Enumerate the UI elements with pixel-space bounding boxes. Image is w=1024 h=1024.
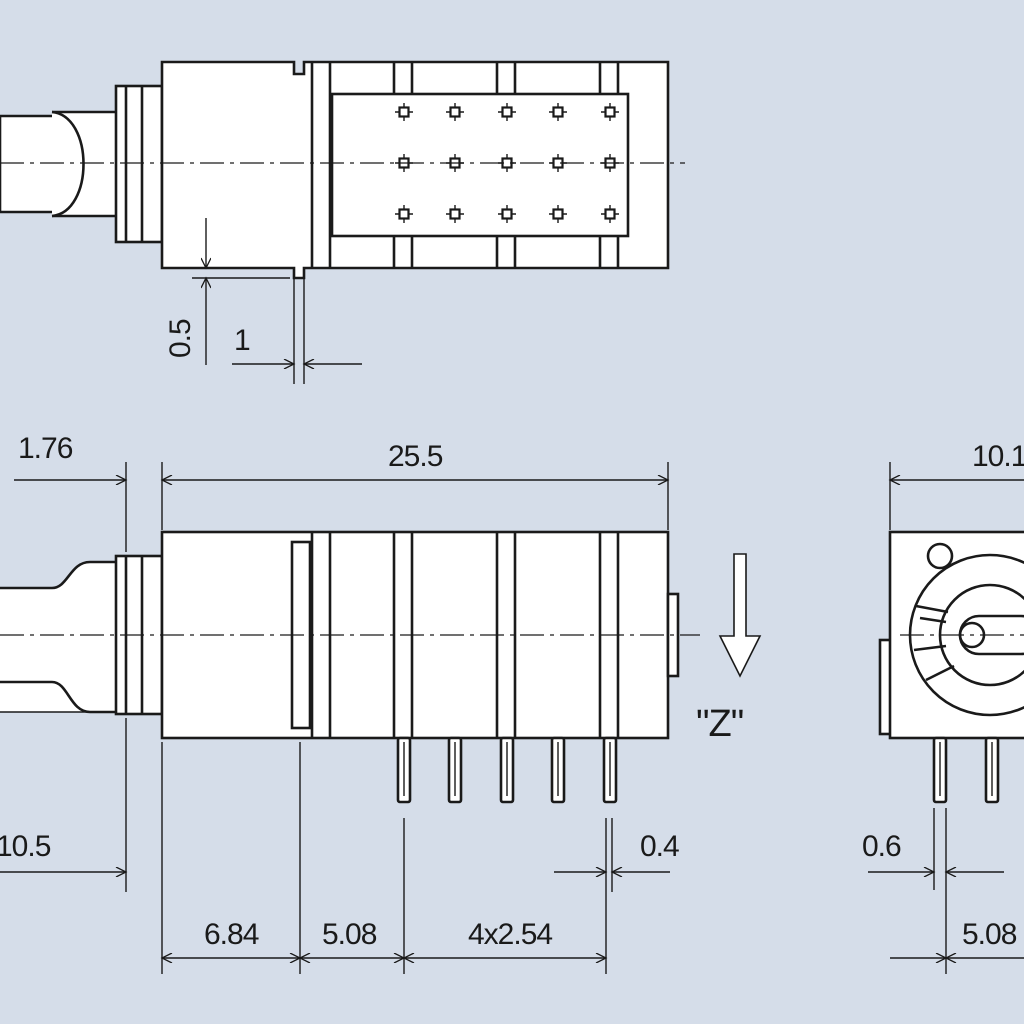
dim-label-0-4: 0.4 — [640, 830, 679, 863]
front-view-pin — [602, 736, 618, 804]
top-view-pin — [601, 205, 619, 223]
view-label-z: "Z" — [696, 703, 743, 745]
dim-label-10-5: 10.5 — [0, 830, 51, 863]
dimension-10-5: 10.5 — [0, 830, 126, 872]
top-view: 0.5 1 — [0, 60, 685, 384]
top-view-pin — [446, 205, 464, 223]
front-view-pin — [447, 736, 463, 804]
dimension-1-76: 1.76 — [14, 432, 126, 480]
front-view-pin — [499, 736, 515, 804]
dim-label-25-5: 25.5 — [388, 440, 443, 473]
front-view-extension-lines — [125, 462, 669, 974]
side-view-pins — [932, 736, 1000, 804]
dimension-5-08-side: 5.08 — [890, 918, 1024, 958]
dim-label-0-5-top: 0.5 — [164, 319, 197, 358]
top-view-pin — [395, 205, 413, 223]
top-view-pin — [549, 205, 567, 223]
front-view-pins — [396, 736, 618, 804]
top-view-pin — [498, 103, 516, 121]
dim-label-5-08-side: 5.08 — [962, 918, 1017, 951]
top-view-pin — [498, 205, 516, 223]
side-view: 10.1 0.6 5.08 — [862, 440, 1024, 974]
top-view-shaft — [0, 110, 118, 218]
dimension-1: 1 — [232, 278, 362, 384]
front-view-shaft — [0, 560, 118, 714]
top-view-pin — [395, 103, 413, 121]
dim-label-0-6: 0.6 — [862, 830, 901, 863]
front-view: "Z" 1.76 25.5 10.5 — [0, 432, 762, 974]
dim-label-5-08: 5.08 — [322, 918, 377, 951]
dimension-25-5: 25.5 — [162, 440, 668, 480]
dimension-10-1: 10.1 — [890, 440, 1024, 480]
dimension-0-6: 0.6 — [862, 830, 1004, 872]
dimension-0-5-top: 0.5 — [164, 218, 290, 365]
dimension-0-4: 0.4 — [554, 830, 680, 872]
dim-label-4x2-54: 4x2.54 — [468, 918, 552, 951]
front-view-pin — [550, 736, 566, 804]
z-arrow-icon — [718, 553, 762, 678]
top-view-pin — [549, 103, 567, 121]
dim-label-6-84: 6.84 — [204, 918, 259, 951]
top-view-pin — [601, 103, 619, 121]
top-view-pin — [446, 103, 464, 121]
top-view-body — [160, 60, 670, 280]
top-view-bushing — [114, 84, 164, 244]
dim-label-1: 1 — [234, 324, 250, 357]
dim-label-10-1: 10.1 — [972, 440, 1024, 473]
dim-label-1-76: 1.76 — [18, 432, 73, 465]
dimension-chain-bottom: 6.84 5.08 4x2.54 — [162, 918, 606, 958]
front-view-pin — [396, 736, 412, 804]
